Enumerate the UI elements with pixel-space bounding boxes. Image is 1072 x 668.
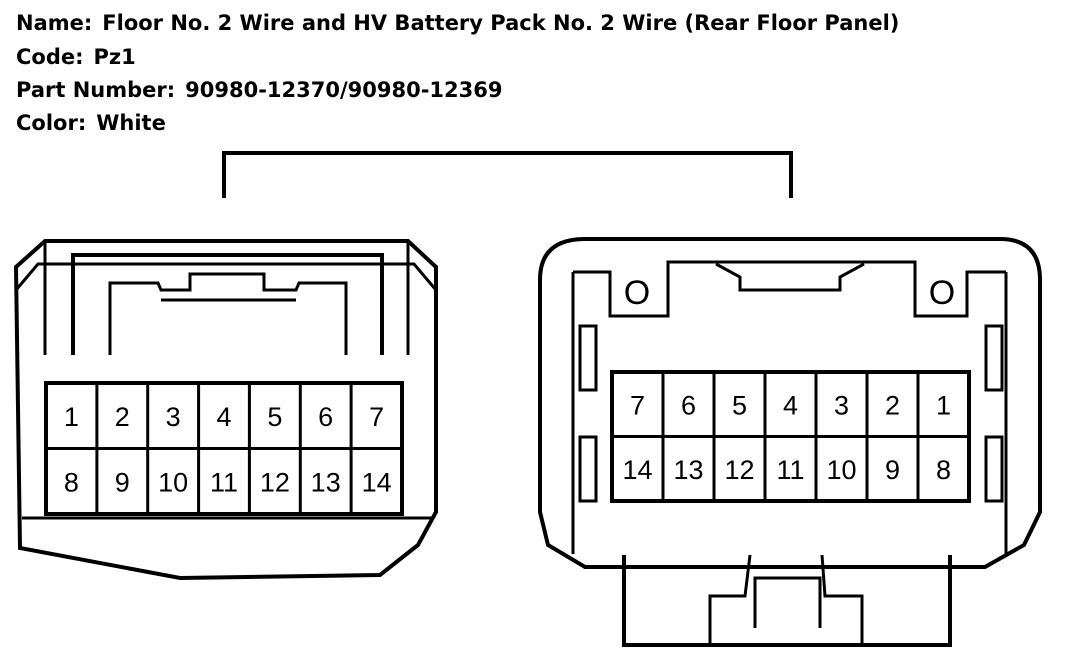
color-value: White bbox=[96, 111, 166, 135]
left-connector bbox=[13, 239, 438, 581]
left-connector-top-ridge bbox=[14, 262, 438, 291]
right-pin-number: 2 bbox=[885, 390, 900, 420]
color-label: Color: bbox=[16, 111, 87, 135]
right-pin-number: 9 bbox=[885, 455, 900, 485]
right-pin-number: 7 bbox=[630, 390, 645, 420]
right-pin-number: 12 bbox=[724, 455, 754, 485]
left-pin-number: 4 bbox=[216, 402, 231, 432]
lock-indicator-left: O bbox=[624, 274, 650, 312]
right-pin-number: 3 bbox=[834, 390, 849, 420]
right-connector bbox=[538, 237, 1042, 647]
right-lock-tab bbox=[715, 262, 865, 292]
left-pin-number: 10 bbox=[158, 467, 188, 497]
left-pin-number: 12 bbox=[260, 467, 290, 497]
left-pin-number: 6 bbox=[318, 402, 333, 432]
part-number-row: Part Number: 90980-12370/90980-12369 bbox=[16, 80, 502, 101]
left-pin-number: 1 bbox=[64, 402, 79, 432]
code-label: Code: bbox=[16, 45, 84, 69]
name-label: Name: bbox=[16, 11, 93, 35]
left-pin-number: 7 bbox=[369, 402, 384, 432]
connector-code-row: Code: Pz1 bbox=[16, 47, 136, 68]
right-pin-number: 10 bbox=[826, 455, 856, 485]
left-lock-frame bbox=[71, 253, 384, 355]
lock-indicator-right: O bbox=[929, 274, 955, 312]
right-pin-number: 13 bbox=[673, 455, 703, 485]
left-pin-number: 2 bbox=[115, 402, 130, 432]
right-lower-latch-tab bbox=[753, 576, 822, 628]
right-side-rib-right-upper bbox=[984, 324, 1004, 392]
right-pin-number: 8 bbox=[936, 455, 951, 485]
right-pin-number: 14 bbox=[622, 455, 652, 485]
left-pin-number: 8 bbox=[64, 467, 79, 497]
right-side-rib-left-upper bbox=[578, 324, 598, 392]
right-housing-top-profile bbox=[573, 260, 1006, 318]
right-side-rib-right-lower bbox=[984, 435, 1004, 503]
right-connector-housing bbox=[538, 237, 1042, 569]
left-pin-number: 3 bbox=[166, 402, 181, 432]
left-pin-number: 13 bbox=[311, 467, 341, 497]
left-pin-number: 14 bbox=[362, 467, 392, 497]
part-number-value: 90980-12370/90980-12369 bbox=[185, 78, 503, 102]
right-pin-number: 4 bbox=[783, 390, 798, 420]
right-pin-number: 5 bbox=[732, 390, 747, 420]
right-side-rib-left-lower bbox=[578, 435, 598, 503]
right-pin-number: 6 bbox=[681, 390, 696, 420]
right-lower-latch-arms bbox=[708, 554, 864, 645]
part-number-label: Part Number: bbox=[16, 78, 176, 102]
left-lock-latch bbox=[108, 272, 348, 355]
left-pin-number: 9 bbox=[115, 467, 130, 497]
name-value: Floor No. 2 Wire and HV Battery Pack No.… bbox=[102, 11, 900, 35]
right-housing-side-walls bbox=[571, 272, 1008, 554]
connector-color-row: Color: White bbox=[16, 113, 166, 134]
left-pin-number: 11 bbox=[210, 467, 238, 497]
right-pin-number: 1 bbox=[936, 390, 951, 420]
right-pin-number: 11 bbox=[776, 455, 804, 485]
connector-name-row: Name: Floor No. 2 Wire and HV Battery Pac… bbox=[16, 13, 899, 34]
left-pin-number: 5 bbox=[267, 402, 282, 432]
code-value: Pz1 bbox=[93, 45, 136, 69]
mating-bracket bbox=[222, 151, 793, 198]
right-lower-latch-housing bbox=[622, 555, 952, 647]
left-connector-housing bbox=[13, 239, 438, 581]
